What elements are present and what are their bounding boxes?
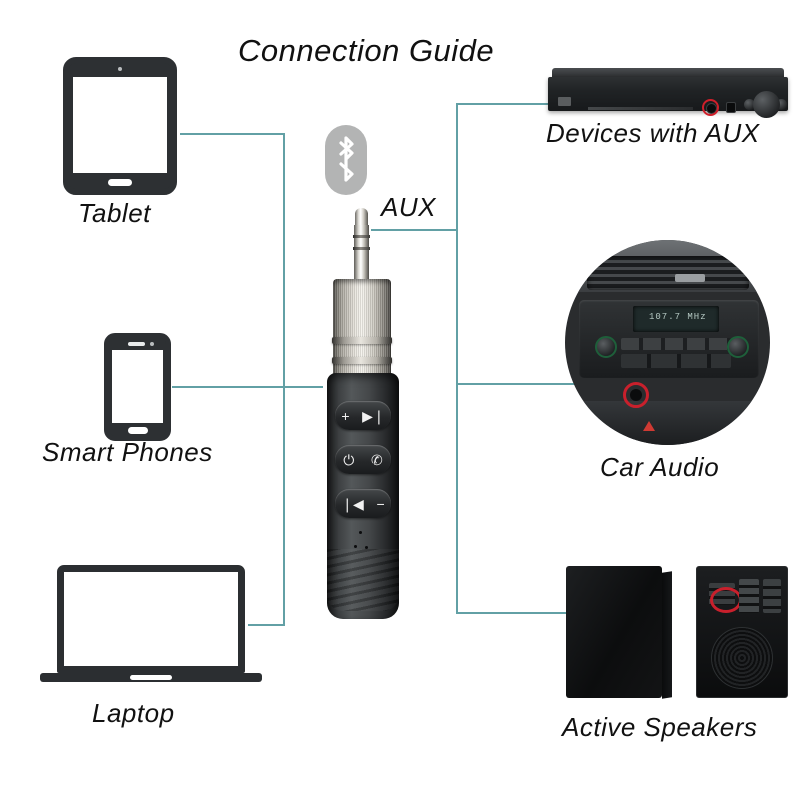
hazard-light-icon	[643, 421, 655, 431]
phone-camera-icon	[149, 342, 154, 346]
speaker-driver-cone	[711, 627, 773, 689]
connector-line-left-bus	[283, 133, 285, 625]
connector-line-aux-stem	[371, 229, 457, 231]
speaker-rear-panel	[696, 566, 788, 698]
device-amplifier[interactable]	[548, 68, 788, 118]
connector-line-left-to-receiver	[283, 386, 323, 388]
car-function-button-row[interactable]	[621, 354, 731, 368]
plus-icon: +	[341, 407, 350, 424]
power-icon: ⏻	[343, 451, 355, 468]
amplifier-front-panel	[548, 77, 788, 118]
next-track-icon: ▶❘	[362, 407, 385, 424]
amplifier-knob-balance[interactable]	[776, 99, 787, 110]
car-preset-button-row[interactable]	[621, 338, 731, 350]
receiver-button-volume-up-next[interactable]: + ▶❘	[335, 401, 391, 430]
tablet-screen	[73, 77, 167, 173]
connector-line-car	[456, 383, 601, 385]
car-head-unit: 107.7 MHz	[579, 300, 759, 378]
receiver-body: + ▶❘ ⏻ ✆ ❘◀ −	[327, 373, 399, 619]
connector-line-laptop	[248, 624, 285, 626]
plug-ring-1	[353, 235, 370, 238]
receiver-button-power-call[interactable]: ⏻ ✆	[335, 445, 391, 474]
speaker-terminal-block-2	[763, 579, 781, 613]
label-smart-phones: Smart Phones	[42, 437, 213, 467]
previous-track-icon: ❘◀	[341, 495, 364, 512]
plug-tip	[355, 208, 368, 228]
tablet-home-button	[108, 179, 132, 186]
bluetooth-icon	[325, 125, 367, 195]
amplifier-knob-bass[interactable]	[744, 99, 755, 110]
connector-line-phone	[172, 386, 285, 388]
plug-band-lower	[332, 357, 392, 364]
amplifier-logo	[558, 97, 571, 106]
vent-slider	[675, 274, 705, 282]
receiver-button-previous-volume-down[interactable]: ❘◀ −	[335, 489, 391, 518]
phone-call-icon: ✆	[370, 451, 383, 468]
device-active-speakers[interactable]	[566, 552, 788, 704]
label-aux: AUX	[381, 192, 436, 222]
speaker-connection-panel	[705, 575, 781, 627]
device-car-audio[interactable]: 107.7 MHz	[565, 240, 770, 445]
phone-screen	[112, 350, 163, 423]
car-aux-highlight-ring	[623, 382, 649, 408]
car-knob-right[interactable]	[727, 336, 749, 358]
connector-line-speakers	[456, 612, 631, 614]
phone-home-button	[127, 427, 148, 434]
label-laptop: Laptop	[92, 698, 175, 728]
page-title: Connection Guide	[238, 33, 495, 68]
amplifier-volume-knob[interactable]	[753, 91, 780, 118]
amplifier-button-strip	[588, 107, 693, 110]
speaker-terminal-block-1	[739, 579, 759, 613]
car-knob-left[interactable]	[595, 336, 617, 358]
label-tablet: Tablet	[78, 198, 151, 228]
aux-port-highlight-ring	[702, 99, 719, 116]
connector-line-amp	[456, 103, 588, 105]
label-active-speakers: Active Speakers	[562, 712, 758, 742]
minus-icon: −	[376, 495, 385, 512]
tablet-camera-icon	[118, 67, 122, 71]
label-devices-with-aux: Devices with AUX	[546, 118, 760, 148]
connector-line-right-bus	[456, 103, 458, 613]
car-center-console	[565, 401, 770, 445]
car-air-vent	[587, 256, 749, 290]
speaker-front-cabinet	[566, 566, 662, 698]
laptop-screen	[57, 565, 245, 673]
bluetooth-aux-receiver[interactable]: + ▶❘ ⏻ ✆ ❘◀ −	[305, 205, 415, 620]
laptop-trackpad-notch	[130, 675, 172, 680]
car-radio-frequency: 107.7 MHz	[649, 312, 707, 322]
phone-speaker-icon	[127, 342, 145, 346]
amplifier-secondary-port[interactable]	[726, 102, 736, 113]
plug-band-upper	[332, 337, 392, 344]
car-radio-display: 107.7 MHz	[633, 306, 719, 332]
rca-jacks-highlight-ring	[710, 587, 742, 613]
amplifier-top-panel	[552, 68, 784, 78]
receiver-microphone-icon	[354, 531, 372, 555]
receiver-grip-texture	[327, 549, 399, 611]
device-tablet[interactable]	[63, 57, 177, 195]
device-smart-phone[interactable]	[104, 333, 171, 441]
plug-barrel	[333, 279, 391, 379]
device-laptop[interactable]	[40, 565, 262, 690]
label-car-audio: Car Audio	[600, 452, 720, 482]
plug-shaft	[354, 225, 369, 287]
connector-line-tablet	[180, 133, 285, 135]
plug-ring-2	[353, 247, 370, 250]
